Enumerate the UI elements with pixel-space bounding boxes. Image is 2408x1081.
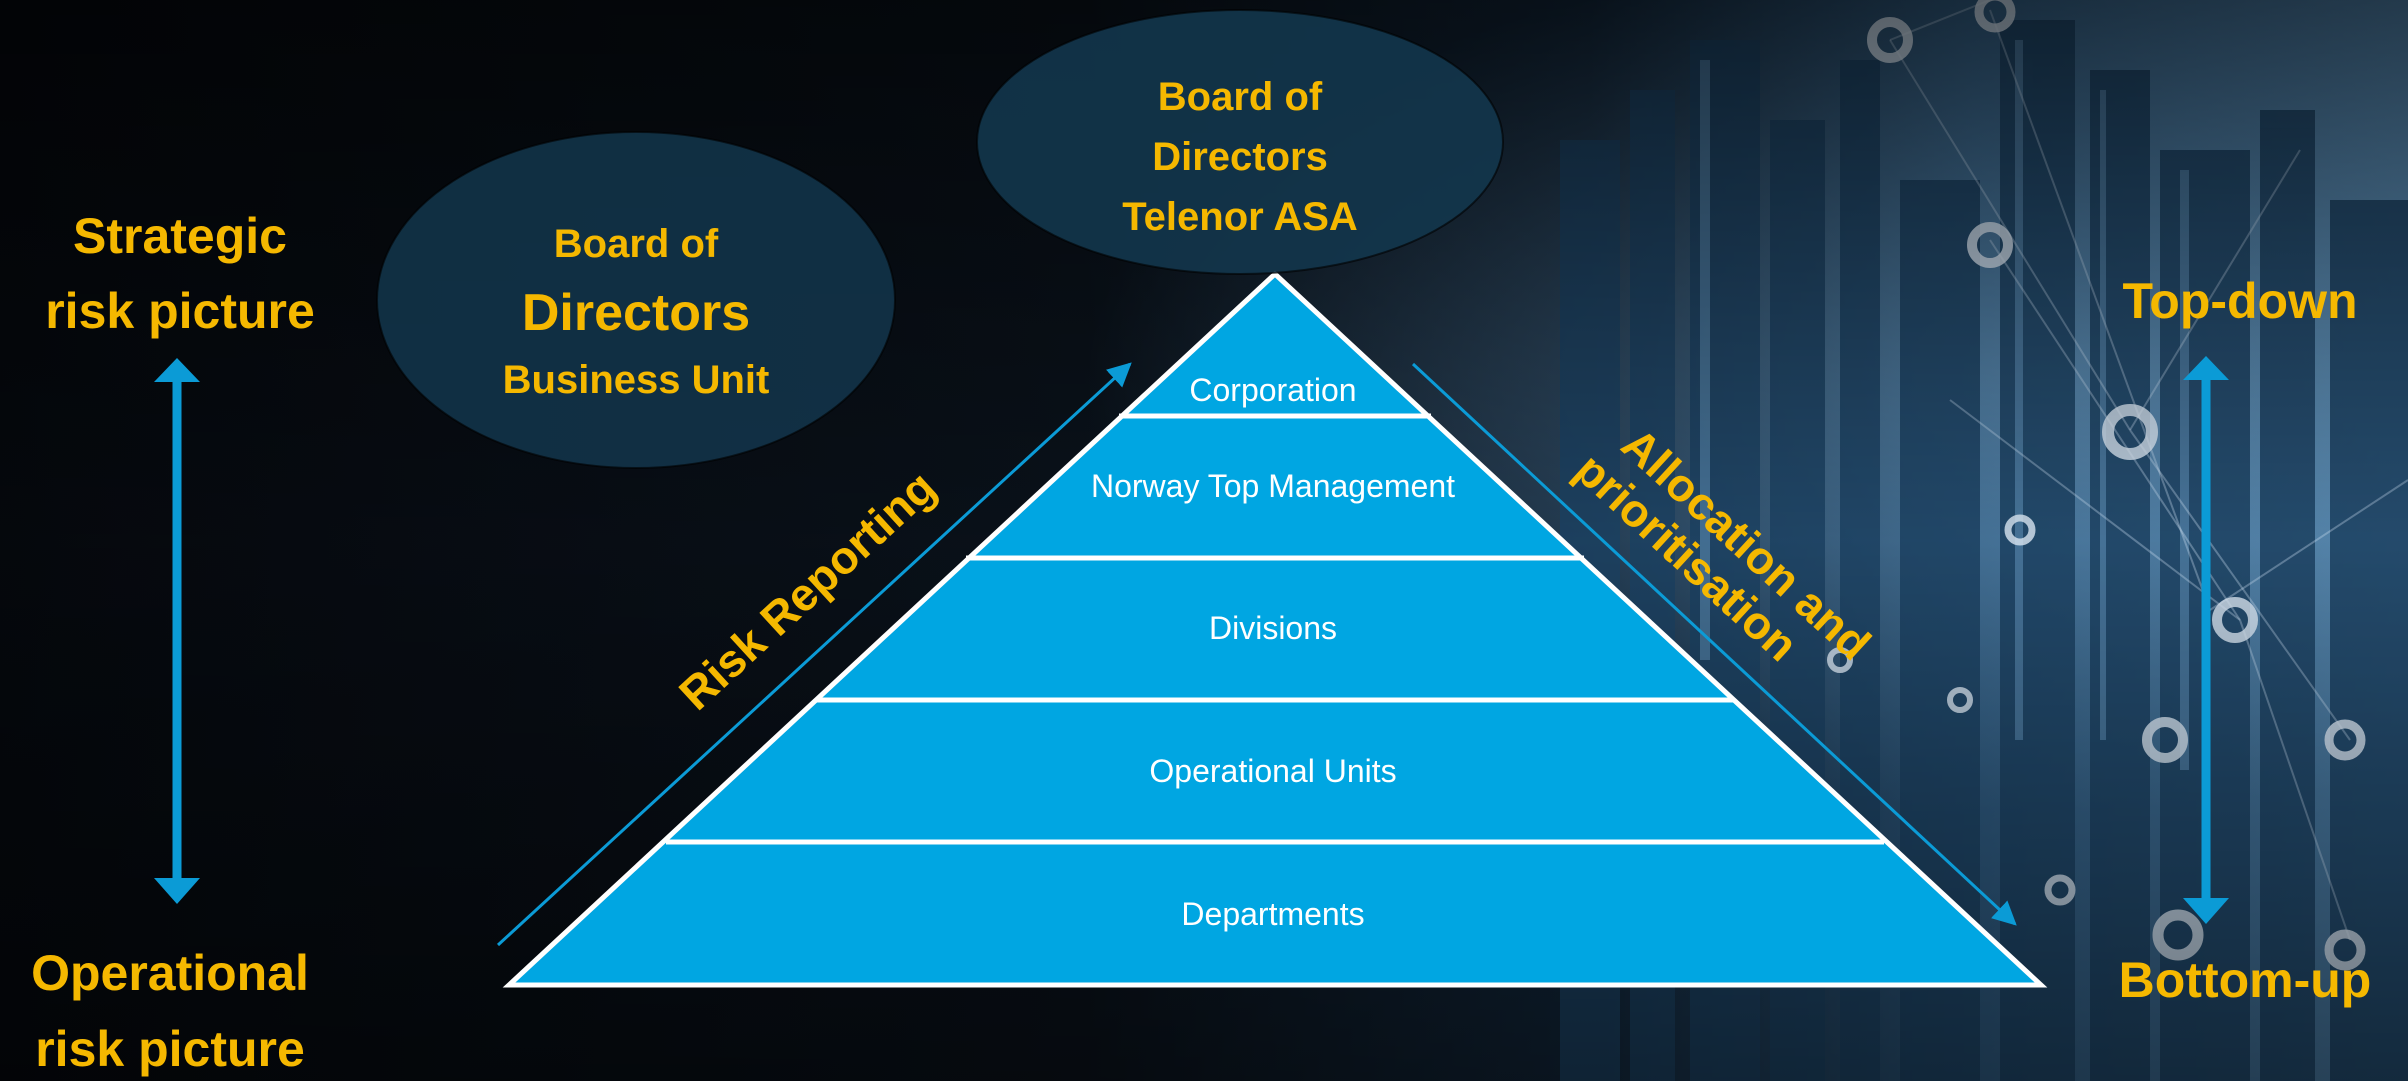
board-telenor-line2: Directors bbox=[1152, 135, 1328, 179]
operational-label-line2: risk picture bbox=[35, 1021, 305, 1077]
topdown-bottomup-double-arrow bbox=[2183, 356, 2229, 924]
pyramid-level-corporation: Corporation bbox=[1189, 372, 1356, 408]
top-down-label: Top-down bbox=[2122, 273, 2357, 329]
board-bu-line1: Board of bbox=[554, 222, 719, 266]
pyramid-level-departments: Departments bbox=[1181, 896, 1364, 932]
board-bu-line3: Business Unit bbox=[503, 358, 770, 402]
pyramid-level-norway-top-management: Norway Top Management bbox=[1091, 468, 1455, 504]
pyramid-body bbox=[502, 270, 2048, 988]
strategic-label-line1: Strategic bbox=[73, 208, 287, 264]
operational-label-line1: Operational bbox=[31, 945, 309, 1001]
board-bu-line2: Directors bbox=[522, 284, 750, 342]
strategic-operational-double-arrow bbox=[154, 358, 200, 904]
board-telenor-line3: Telenor ASA bbox=[1122, 195, 1358, 239]
strategic-label-line2: risk picture bbox=[45, 283, 315, 339]
pyramid-level-divisions: Divisions bbox=[1209, 610, 1337, 646]
pyramid-dividers bbox=[666, 413, 1884, 845]
risk-pyramid: Corporation Norway Top Management Divisi… bbox=[502, 270, 2048, 988]
pyramid-level-operational-units: Operational Units bbox=[1149, 753, 1396, 789]
allocation-arrow bbox=[1411, 362, 2017, 926]
board-business-unit: Board of Directors Business Unit bbox=[376, 131, 896, 469]
risk-reporting-arrow bbox=[496, 362, 1132, 947]
bottom-up-label: Bottom-up bbox=[2119, 952, 2372, 1008]
board-telenor-line1: Board of bbox=[1158, 75, 1323, 119]
board-telenor-asa: Board of Directors Telenor ASA bbox=[976, 9, 1504, 275]
